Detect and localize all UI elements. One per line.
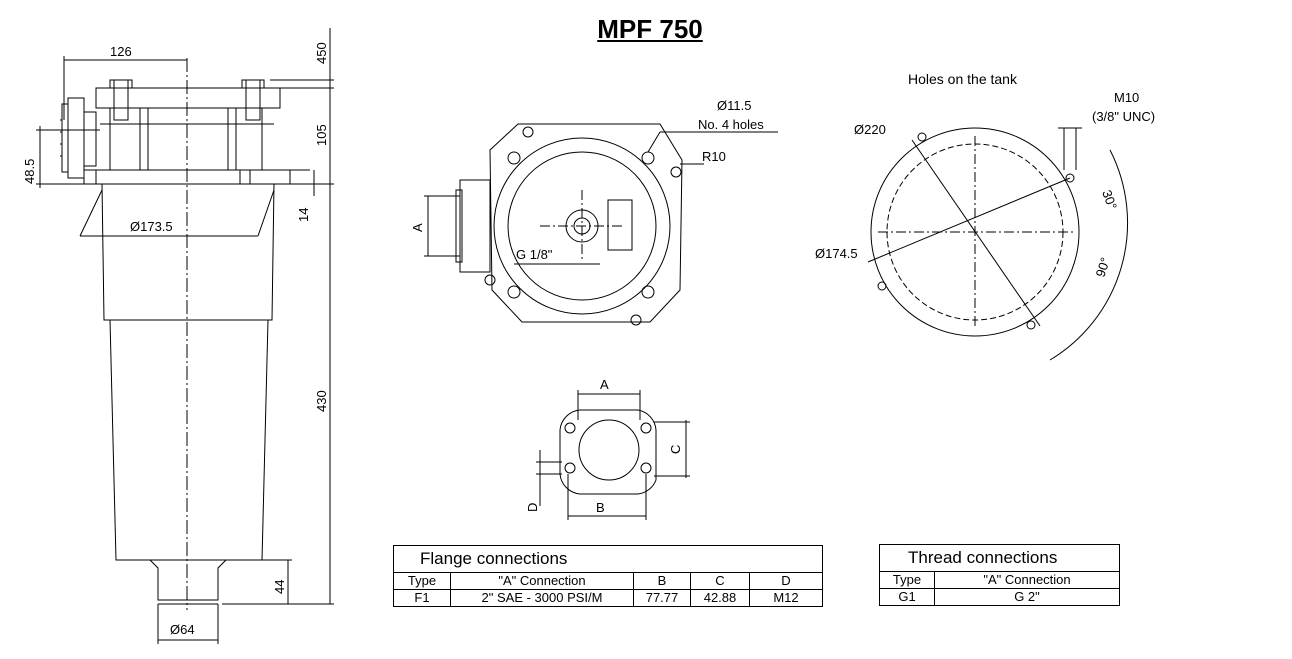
dim-outlet-diameter: Ø64 xyxy=(170,622,195,637)
flange-cell-d: M12 xyxy=(749,589,823,607)
dim-top-width: 126 xyxy=(110,44,132,59)
tank-hole-4 xyxy=(1026,320,1036,330)
thread-table-heading: Thread connections xyxy=(879,544,1120,572)
angle-30: 30° xyxy=(1099,188,1120,212)
thread-connections-table: Thread connections Type "A" Connection G… xyxy=(879,544,1120,606)
radius-r10: R10 xyxy=(702,149,726,164)
mounting-hole-4 xyxy=(641,285,655,299)
flange-cell-b: 77.77 xyxy=(633,589,691,607)
table-row: G1 G 2" xyxy=(879,588,1120,606)
label-plate xyxy=(607,199,633,251)
tank-caption: Holes on the tank xyxy=(908,71,1018,87)
flange-cell-connection: 2" SAE - 3000 PSI/M xyxy=(450,589,634,607)
tank-hole-3 xyxy=(877,281,887,291)
filter-bowl-lower xyxy=(109,319,269,561)
tank-outer-circle xyxy=(870,127,1080,337)
flange-bore xyxy=(578,419,640,481)
flange-col-connection: "A" Connection xyxy=(450,572,634,590)
thread-unc: (3/8" UNC) xyxy=(1092,109,1155,124)
flange-table-heading: Flange connections xyxy=(393,545,823,573)
mounting-hole-2 xyxy=(641,151,655,165)
tank-holes-view xyxy=(867,127,1129,361)
table-row: F1 2" SAE - 3000 PSI/M 77.77 42.88 M12 xyxy=(393,589,823,607)
head-outline xyxy=(489,123,683,323)
tank-hole-2 xyxy=(1065,173,1075,183)
bolt-right xyxy=(245,79,261,121)
outer-diameter: Ø220 xyxy=(854,122,886,137)
hole-diameter: Ø11.5 xyxy=(717,98,751,113)
bolt-left xyxy=(113,79,129,121)
mounting-hole-1 xyxy=(507,151,521,165)
flange-b-label: B xyxy=(596,500,605,515)
flange-detail xyxy=(536,390,690,520)
outlet-pipe xyxy=(149,559,227,601)
gauge-port-label: G 1/8" xyxy=(516,247,553,262)
flange-cell-type: F1 xyxy=(393,589,451,607)
thread-col-type: Type xyxy=(879,571,935,589)
dim-body-diameter: Ø173.5 xyxy=(130,219,173,234)
side-view xyxy=(36,28,334,644)
inlet-flange xyxy=(459,179,491,273)
flange-cell-c: 42.88 xyxy=(690,589,750,607)
flange-col-d: D xyxy=(749,572,823,590)
thread-cell-connection: G 2" xyxy=(934,588,1120,606)
flange-c-label: C xyxy=(668,445,683,454)
top-view xyxy=(424,123,778,326)
dim-14: 14 xyxy=(296,208,311,222)
angle-90: 90° xyxy=(1093,256,1113,279)
tank-hole-1 xyxy=(917,132,927,142)
flange-d-label: D xyxy=(525,503,540,512)
dim-450: 450 xyxy=(314,42,329,64)
dim-48-5: 48.5 xyxy=(22,159,37,184)
mounting-hole-3 xyxy=(507,285,521,299)
drawing-title: MPF 750 xyxy=(597,14,703,44)
inner-diameter: Ø174.5 xyxy=(815,246,858,261)
hole-count: No. 4 holes xyxy=(698,117,764,132)
flange-plate xyxy=(559,409,657,495)
flange-a-label: A xyxy=(600,377,609,392)
flange-col-c: C xyxy=(690,572,750,590)
side-port xyxy=(61,97,97,179)
thread-size: M10 xyxy=(1114,90,1139,105)
filter-bowl-upper xyxy=(101,183,275,321)
flange-col-b: B xyxy=(633,572,691,590)
flange-connections-table: Flange connections Type "A" Connection B… xyxy=(393,545,823,607)
top-cover-plate xyxy=(95,87,281,109)
dim-430: 430 xyxy=(314,390,329,412)
dim-44: 44 xyxy=(272,580,287,594)
head-outer-circle xyxy=(493,137,671,315)
port-a-label: A xyxy=(410,223,425,232)
thread-cell-type: G1 xyxy=(879,588,935,606)
dim-105: 105 xyxy=(314,124,329,146)
flange-col-type: Type xyxy=(393,572,451,590)
thread-col-connection: "A" Connection xyxy=(934,571,1120,589)
